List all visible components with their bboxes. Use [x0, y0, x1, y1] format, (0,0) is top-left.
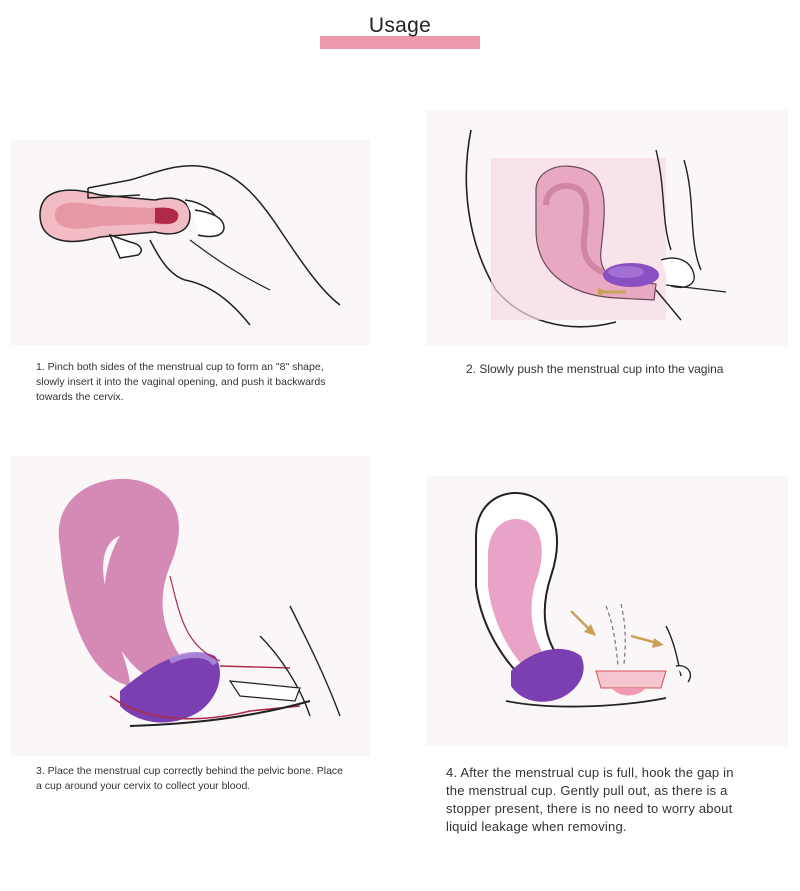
step-3-caption: 3. Place the menstrual cup correctly beh…	[36, 765, 344, 792]
step-2-caption: 2. Slowly push the menstrual cup into th…	[466, 362, 724, 376]
header: Usage	[320, 8, 480, 50]
step-3-illustration	[10, 456, 370, 756]
page-title: Usage	[368, 14, 432, 37]
step-1-illustration	[10, 140, 370, 345]
step-4-caption: 4. After the menstrual cup is full, hook…	[446, 765, 734, 834]
step-2-illustration	[426, 110, 788, 346]
title-underline-bar	[320, 36, 480, 49]
step-1-caption: 1. Pinch both sides of the menstrual cup…	[36, 361, 326, 403]
step-4-illustration	[426, 476, 788, 746]
